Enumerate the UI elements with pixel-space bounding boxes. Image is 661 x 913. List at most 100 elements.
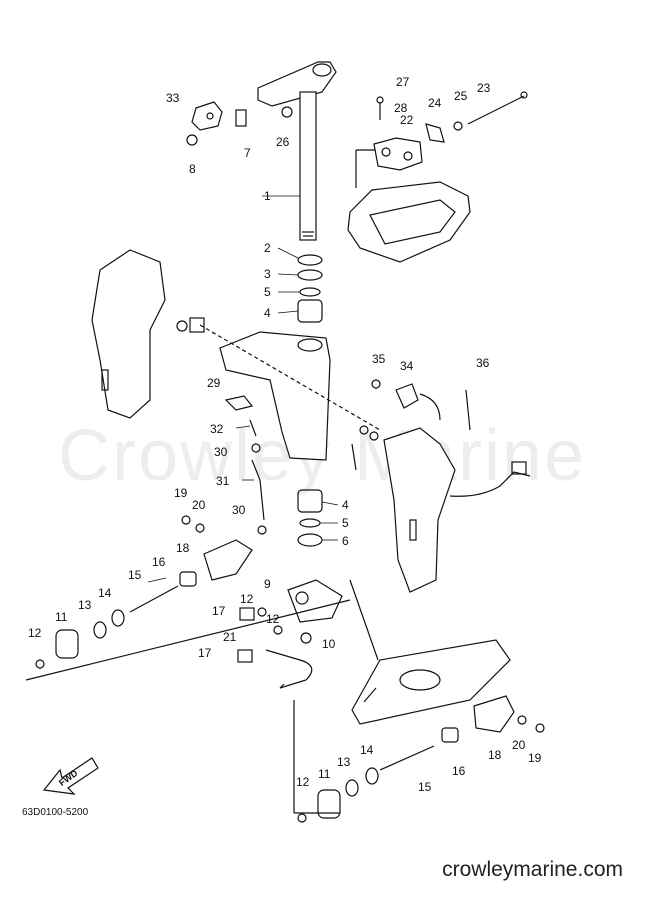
callout-12b: 12	[240, 592, 254, 606]
callout-20a: 20	[192, 498, 206, 512]
nut-12b-part[interactable]	[257, 607, 267, 617]
callout-7: 7	[244, 146, 251, 160]
wire-harness-part[interactable]	[449, 461, 531, 497]
callout-12c: 12	[266, 612, 280, 626]
callout-32: 32	[210, 422, 224, 436]
lower-mount-9-part[interactable]	[287, 579, 343, 623]
nut-right-part[interactable]	[351, 425, 379, 471]
bolt-19-part[interactable]	[181, 515, 191, 525]
nut-8-part[interactable]	[186, 134, 198, 146]
washer-20-part[interactable]	[195, 523, 205, 533]
callout-11b: 11	[318, 767, 331, 781]
washer-20b-part[interactable]	[517, 715, 527, 725]
callout-18a: 18	[176, 541, 190, 555]
lower-pan-part[interactable]	[351, 639, 511, 725]
callout-21: 21	[223, 630, 237, 644]
bolt-23-part[interactable]	[467, 91, 528, 125]
clip-30-part[interactable]	[251, 443, 261, 453]
bushing-4b-part[interactable]	[297, 489, 323, 513]
diagram-reference-code: 63D0100-5200	[22, 807, 89, 818]
cap-17-part[interactable]	[239, 607, 255, 621]
callout-15a: 15	[128, 568, 142, 582]
callout-27: 27	[396, 75, 410, 89]
callout-1: 1	[264, 189, 271, 203]
callout-11a: 11	[55, 610, 68, 624]
upper-housing-part[interactable]	[347, 149, 471, 263]
callout-17a: 17	[212, 604, 226, 618]
wire-21-part[interactable]	[265, 649, 313, 689]
callout-31: 31	[216, 474, 230, 488]
callout-19a: 19	[174, 486, 188, 500]
callout-18b: 18	[488, 748, 502, 762]
bolt-15-part[interactable]	[129, 585, 179, 613]
nut-26-part[interactable]	[281, 106, 293, 118]
cap-17b-part[interactable]	[237, 649, 253, 663]
pin-32-part[interactable]	[249, 419, 257, 437]
outline-lines-part	[25, 579, 379, 814]
callout-15b: 15	[418, 780, 432, 794]
callout-19b: 19	[528, 751, 542, 765]
callout-29: 29	[207, 376, 221, 390]
bolt-27-part[interactable]	[376, 96, 384, 120]
website-link[interactable]: crowleymarine.com	[442, 858, 623, 881]
bushing-4-part[interactable]	[297, 299, 323, 323]
bracket-22-part[interactable]	[373, 137, 423, 171]
callout-14a: 14	[98, 586, 112, 600]
bracket-34-part[interactable]	[395, 383, 441, 421]
oring-5-part[interactable]	[299, 287, 321, 297]
callout-35: 35	[372, 352, 386, 366]
seal-3-part[interactable]	[297, 269, 323, 281]
fwd-arrow-icon	[42, 757, 99, 795]
callout-12a: 12	[28, 626, 42, 640]
clip-30b-part[interactable]	[257, 525, 267, 535]
bolt-29-part[interactable]	[224, 395, 254, 411]
washer-2-part[interactable]	[297, 254, 323, 266]
mount-bracket-18-part[interactable]	[203, 539, 253, 581]
bushing-left-part[interactable]	[176, 317, 205, 333]
callout-10: 10	[322, 637, 336, 651]
callout-16b: 16	[452, 764, 466, 778]
washer-13b-part[interactable]	[345, 779, 359, 797]
callout-4a: 4	[264, 306, 271, 320]
callout-30a: 30	[214, 445, 228, 459]
collar-16b-part[interactable]	[441, 727, 459, 743]
seal-6-part[interactable]	[297, 533, 323, 547]
oring-5b-part[interactable]	[299, 518, 321, 528]
callout-17b: 17	[198, 646, 212, 660]
nut-12c-part[interactable]	[273, 625, 283, 635]
mount-bracket-18b-part[interactable]	[473, 695, 515, 733]
mount-rubber-11b-part[interactable]	[317, 789, 341, 819]
bolt-7-part[interactable]	[235, 109, 247, 127]
hose-31-part[interactable]	[251, 459, 265, 521]
washer-25-part[interactable]	[453, 121, 463, 131]
swivel-bracket-part[interactable]	[199, 324, 381, 461]
plate-24-part[interactable]	[425, 123, 445, 143]
callout-23: 23	[477, 81, 491, 95]
nut-12-part[interactable]	[35, 659, 45, 669]
callout-6: 6	[342, 534, 349, 548]
steering-shaft-part[interactable]	[257, 61, 337, 241]
bolt-19b-part[interactable]	[535, 723, 545, 733]
callout-12d: 12	[296, 775, 310, 789]
clamp-bracket-left-part[interactable]	[91, 249, 166, 419]
callout-13a: 13	[78, 598, 92, 612]
callout-3: 3	[264, 267, 271, 281]
clip-10-part[interactable]	[300, 632, 312, 644]
bolt-35-part[interactable]	[371, 379, 381, 389]
washer-14b-part[interactable]	[365, 767, 379, 785]
callout-36: 36	[476, 356, 490, 370]
callout-4b: 4	[342, 498, 349, 512]
callout-16a: 16	[152, 555, 166, 569]
bolt-15b-part[interactable]	[379, 745, 435, 771]
callout-9: 9	[264, 577, 271, 591]
callout-5a: 5	[264, 285, 271, 299]
mount-rubber-11-part[interactable]	[55, 629, 79, 659]
clamp-bracket-right-part[interactable]	[383, 427, 456, 593]
bracket-33-part[interactable]	[191, 101, 223, 131]
washer-14-part[interactable]	[111, 609, 125, 627]
callout-24: 24	[428, 96, 442, 110]
collar-16-part[interactable]	[179, 571, 197, 587]
nut-12d-part[interactable]	[297, 813, 307, 823]
washer-13-part[interactable]	[93, 621, 107, 639]
screw-36-part[interactable]	[465, 389, 471, 431]
